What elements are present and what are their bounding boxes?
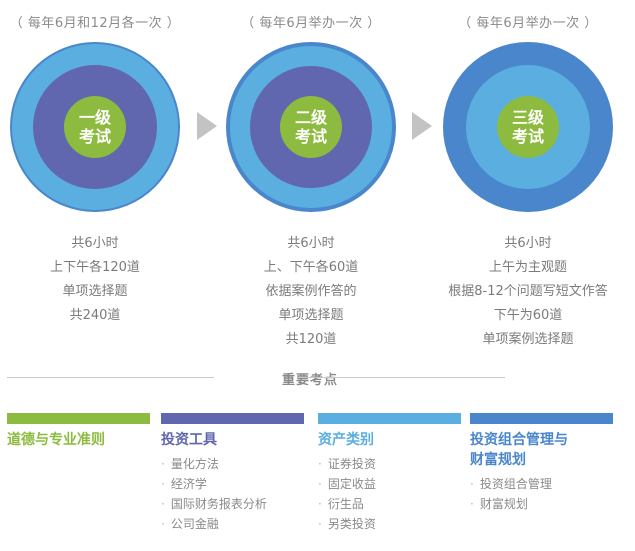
- topic-investment-tools: 投资工具 ·量化方法 ·经济学 ·国际财务报表分析 ·公司金融: [161, 413, 304, 534]
- level-2-details: 共6小时 上、下午各60道 依据案例作答的 单项选择题 共120道: [263, 236, 359, 347]
- topic-color-bar: [161, 413, 304, 424]
- list-item: ·衍生品: [318, 497, 364, 511]
- divider-line-left: [7, 377, 214, 378]
- topic-title: 投资组合管理与 财富规划: [470, 432, 568, 468]
- topic-color-bar: [470, 413, 613, 424]
- list-item: ·另类投资: [318, 517, 376, 531]
- arrow-right-icon: [412, 112, 432, 140]
- topic-ethics: 道德与专业准则: [7, 413, 150, 450]
- list-item: ·投资组合管理: [470, 477, 552, 491]
- topic-title: 资产类别: [318, 432, 374, 448]
- topic-color-bar: [318, 413, 461, 424]
- list-item: ·公司金融: [161, 517, 219, 531]
- list-item: ·国际财务报表分析: [161, 497, 267, 511]
- topic-color-bar: [7, 413, 150, 424]
- topic-asset-classes: 资产类别 ·证券投资 ·固定收益 ·衍生品 ·另类投资: [318, 413, 461, 534]
- level-3-details: 共6小时 上午为主观题 根据8-12个问题写短文作答 下午为60道 单项案例选择…: [448, 236, 608, 347]
- topic-portfolio-management: 投资组合管理与 财富规划 ·投资组合管理 ·财富规划: [470, 413, 613, 514]
- level-1-details: 共6小时 上下午各120道 单项选择题 共240道: [50, 236, 140, 323]
- topic-title: 投资工具: [161, 432, 217, 448]
- list-item: ·固定收益: [318, 477, 376, 491]
- level-1-frequency: （ 每年6月和12月各一次 ）: [9, 16, 181, 31]
- arrow-right-icon: [197, 112, 217, 140]
- divider-line-right: [297, 377, 505, 378]
- list-item: ·财富规划: [470, 497, 528, 511]
- list-item: ·经济学: [161, 477, 207, 491]
- level-1-badge: 一级考试: [64, 96, 126, 158]
- level-2-frequency: （ 每年6月举办一次 ）: [241, 16, 381, 31]
- level-3-frequency: （ 每年6月举办一次 ）: [458, 16, 598, 31]
- section-title: 重要考点: [281, 373, 338, 388]
- topic-title: 道德与专业准则: [7, 432, 105, 448]
- list-item: ·量化方法: [161, 457, 219, 471]
- level-3-badge: 三级考试: [497, 96, 559, 158]
- level-2-badge: 二级考试: [280, 96, 342, 158]
- list-item: ·证券投资: [318, 457, 376, 471]
